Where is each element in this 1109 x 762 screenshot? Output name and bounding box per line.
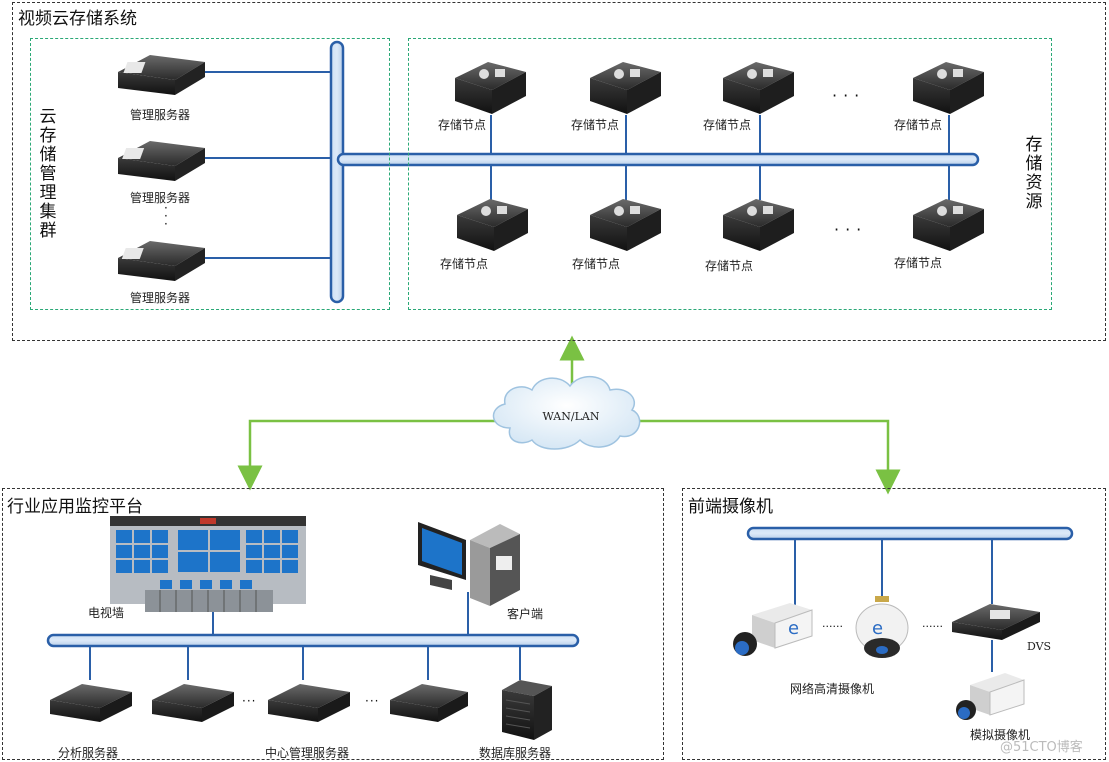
- camera-title: 前端摄像机: [688, 497, 773, 517]
- storage-node-label: 存储节点: [437, 118, 486, 132]
- platform-title: 行业应用监控平台: [7, 497, 143, 517]
- storage-resource-frame: [408, 38, 1052, 310]
- server-icon: [152, 684, 234, 722]
- watermark: @51CTO博客: [1000, 740, 1083, 755]
- platform-frame: [2, 488, 664, 760]
- svg-text:e: e: [788, 618, 799, 639]
- ellipsis-icon: ······: [822, 620, 843, 633]
- mgmt-links: [205, 71, 335, 259]
- storage-node-icon: [455, 62, 526, 114]
- camera-links: [794, 539, 993, 672]
- storage-node-label: 存储节点: [893, 118, 942, 132]
- ellipsis-icon: ···: [832, 86, 866, 105]
- storage-node-icon: [723, 62, 794, 114]
- ellipsis-icon: ···: [242, 694, 257, 708]
- storage-node-label: 存储节点: [439, 257, 488, 271]
- mgmt-server-label: 管理服务器: [129, 291, 190, 305]
- dvs-label: DVS: [1026, 640, 1052, 653]
- storage-node-label: 存储节点: [893, 256, 942, 270]
- cloud-system-title: 视频云存储系统: [18, 9, 137, 29]
- server-icon: [118, 241, 205, 281]
- platform-links: [89, 592, 521, 680]
- center-server-icon: [268, 684, 350, 722]
- tv-wall-label: 电视墙: [87, 606, 124, 620]
- ellipsis-icon: ···: [365, 694, 380, 708]
- database-server-icon: [502, 680, 552, 740]
- client-pc-icon: [418, 522, 520, 606]
- camera-bus: [746, 526, 1074, 541]
- database-server-label: 数据库服务器: [478, 746, 551, 760]
- storage-node-icon: [590, 62, 661, 114]
- dome-camera-icon: e: [855, 596, 909, 658]
- storage-node-icon: [723, 199, 794, 251]
- vertical-ellipsis-icon: ···: [164, 201, 168, 231]
- analog-camera-icon: [956, 673, 1025, 720]
- storage-node-label: 存储节点: [704, 259, 753, 273]
- server-icon: [118, 141, 205, 181]
- analog-camera-label: 模拟摄像机: [969, 728, 1030, 742]
- svg-text:e: e: [872, 618, 883, 639]
- platform-bus: [46, 633, 580, 648]
- cloud-storage-frame: [12, 2, 1106, 341]
- tv-wall-icon: [110, 516, 306, 612]
- analysis-server-icon: [50, 684, 132, 722]
- storage-node-icon: [457, 199, 528, 251]
- mgmt-cluster-frame: [30, 38, 390, 310]
- analysis-server-label: 分析服务器: [57, 746, 118, 760]
- resource-label: 存储资源: [1025, 135, 1043, 212]
- storage-node-links: [490, 115, 950, 200]
- storage-node-label: 存储节点: [702, 118, 751, 132]
- center-server-label: 中心管理服务器: [264, 746, 349, 760]
- box-camera-icon: e: [733, 603, 813, 656]
- network-label: WAN/LAN: [542, 410, 600, 423]
- storage-node-icon: [913, 199, 984, 251]
- ellipsis-icon: ···: [834, 220, 868, 239]
- mgmt-server-label: 管理服务器: [129, 191, 190, 205]
- mgmt-vertical-bus: [329, 40, 345, 304]
- mgmt-server-label: 管理服务器: [129, 108, 190, 122]
- cluster-label: 云存储管理集群: [39, 107, 57, 241]
- server-icon: [390, 684, 468, 722]
- storage-horizontal-bus: [336, 152, 980, 167]
- camera-frame: [682, 488, 1106, 760]
- client-label: 客户端: [506, 607, 543, 621]
- wan-lan-cloud: [492, 376, 641, 450]
- ellipsis-icon: ······: [922, 620, 943, 633]
- storage-node-icon: [913, 62, 984, 114]
- storage-node-icon: [590, 199, 661, 251]
- storage-node-label: 存储节点: [571, 257, 620, 271]
- server-icon: [118, 55, 205, 95]
- dvs-icon: [952, 604, 1040, 640]
- storage-node-label: 存储节点: [570, 118, 619, 132]
- network-hd-camera-label: 网络高清摄像机: [789, 682, 874, 696]
